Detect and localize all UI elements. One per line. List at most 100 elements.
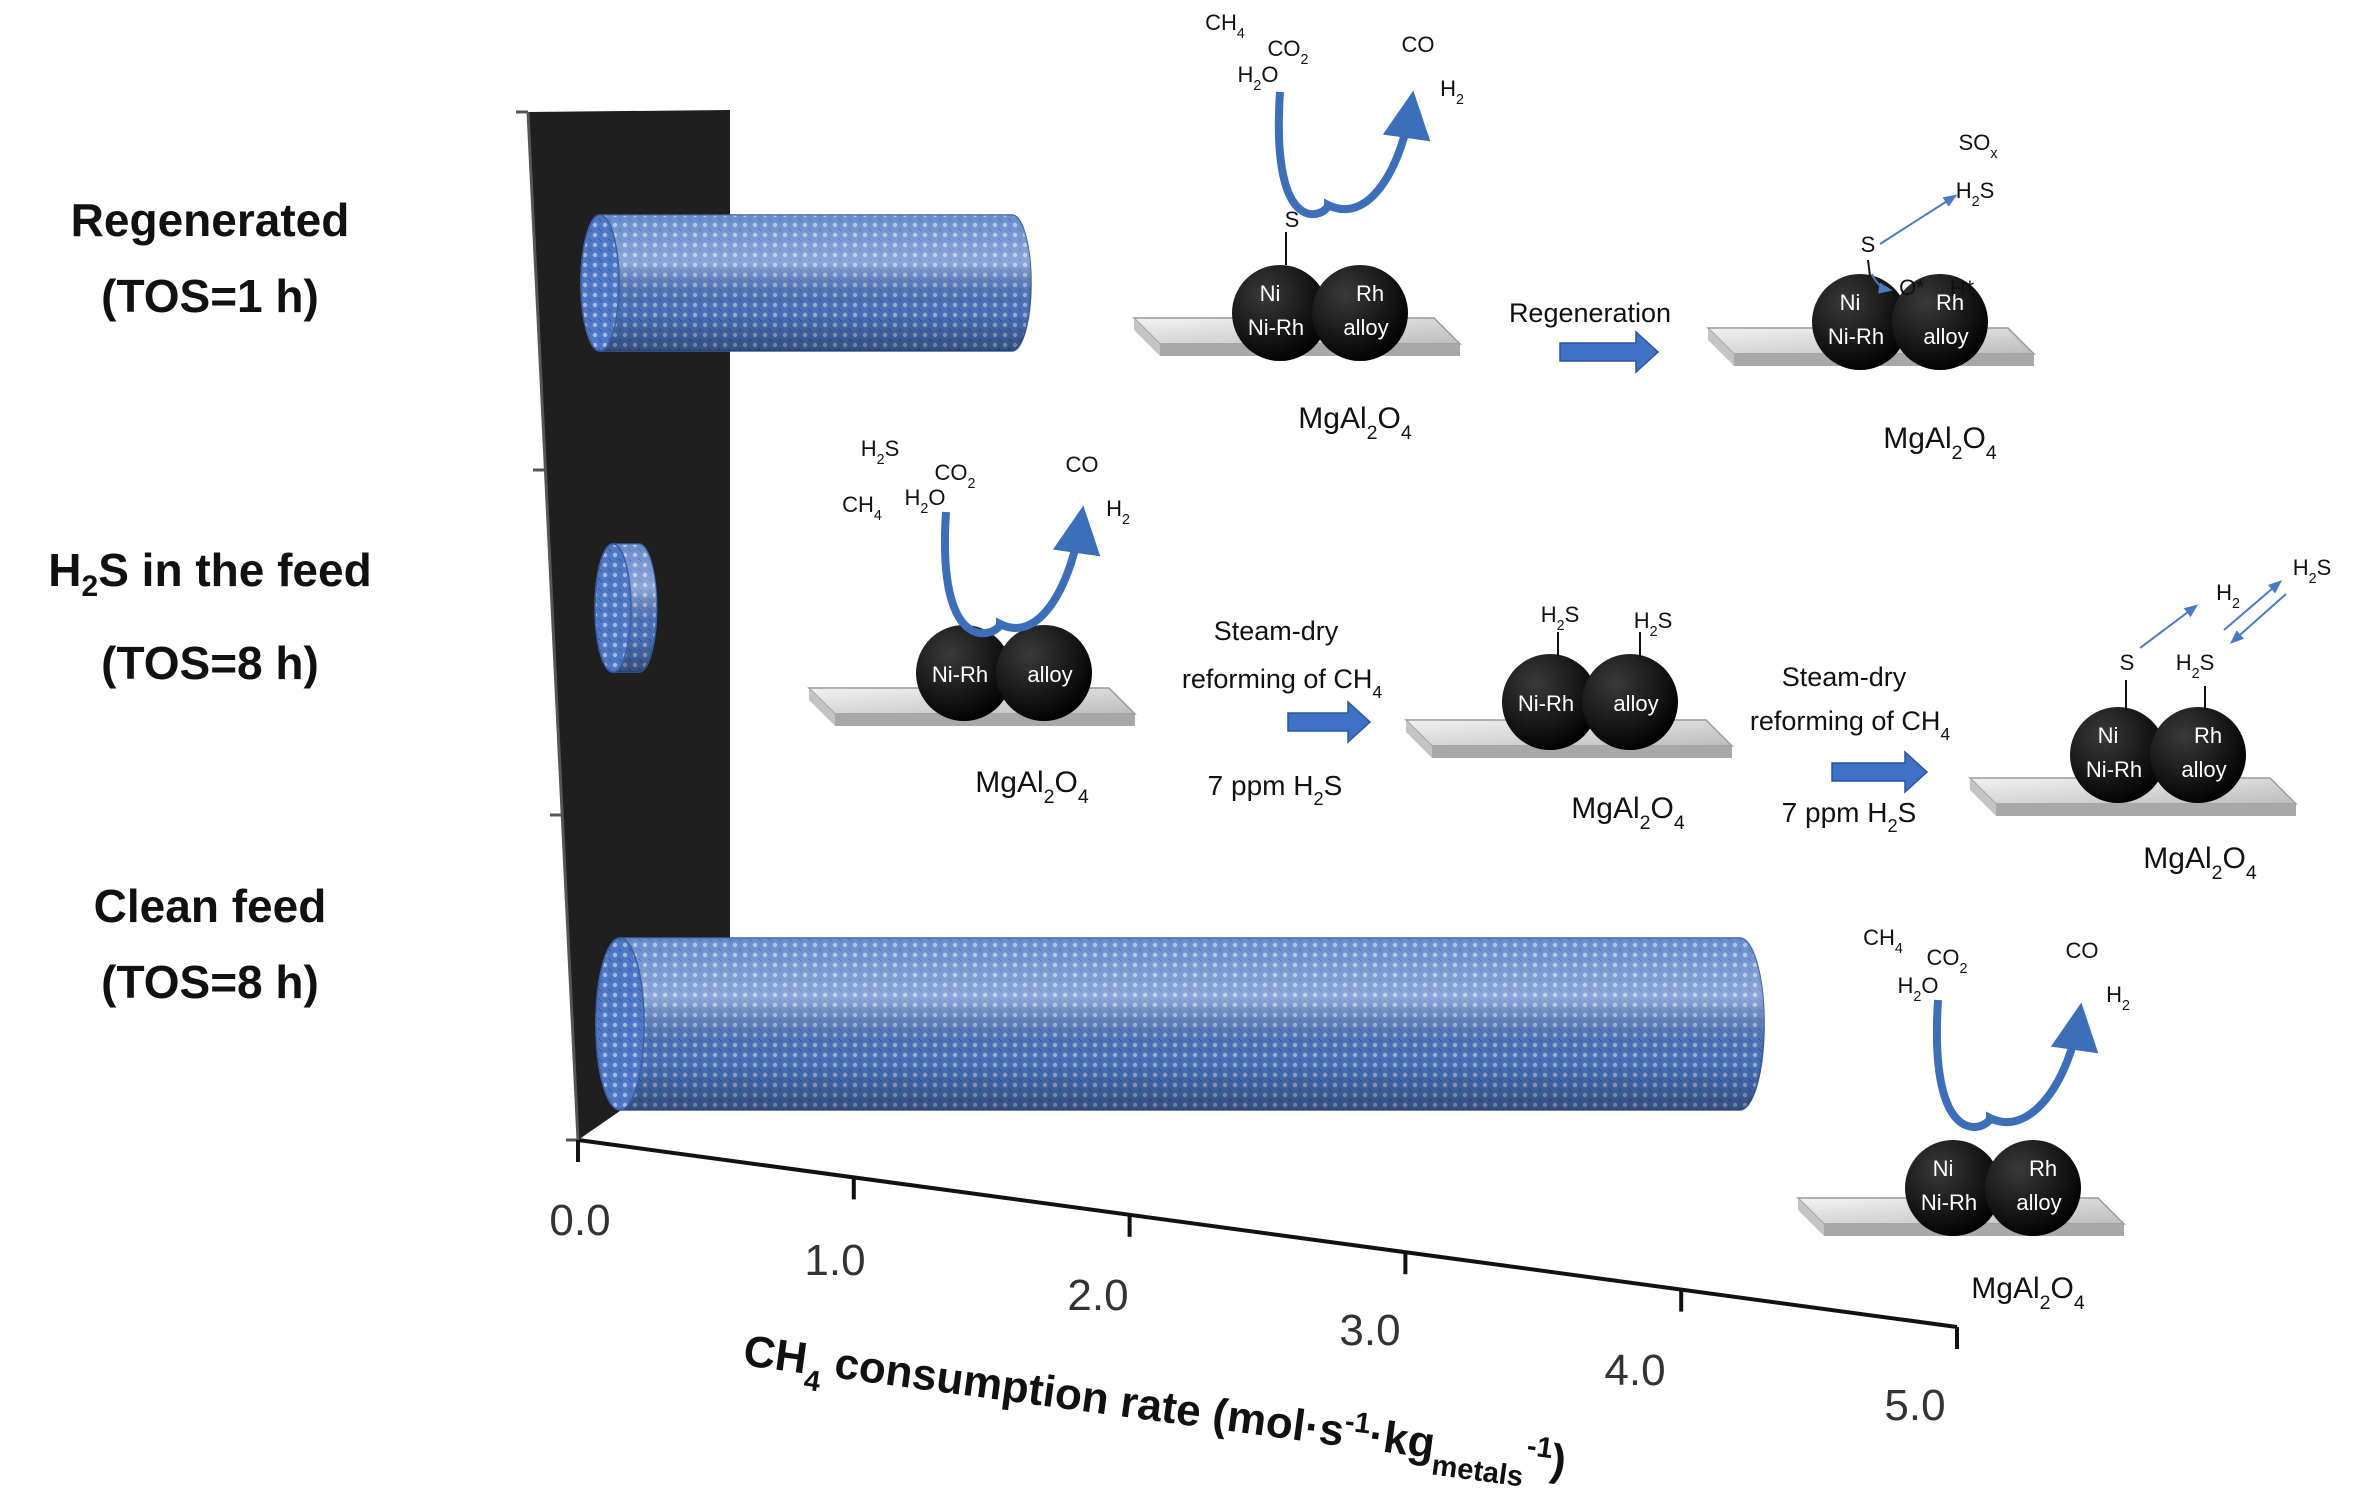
reactant-h2o: H2O xyxy=(1898,973,1939,1005)
reactant-ch4: CH4 xyxy=(1863,925,1903,957)
support-plate-side xyxy=(1970,778,1996,816)
bond-line xyxy=(1867,259,1871,277)
ni-sphere xyxy=(1232,265,1328,361)
process-arrow xyxy=(1287,700,1372,744)
support-plate-side xyxy=(809,688,835,726)
reactant-h2s: H2S xyxy=(861,436,900,468)
alloy-label: alloy xyxy=(1343,315,1388,340)
ni-label: Ni xyxy=(2098,723,2119,748)
bar-end-cap xyxy=(595,937,645,1111)
reaction-cycle-arrow xyxy=(940,505,1101,638)
support-label: MgAl2O4 xyxy=(1971,1272,2085,1314)
category-label-h2s-feed: H2S in the feed (TOS=8 h) xyxy=(0,532,420,701)
x-tick-label: 1.0 xyxy=(804,1236,865,1285)
step-condition-1: 7 ppm H2S xyxy=(1208,770,1343,809)
category-label-rest: in the feed xyxy=(128,544,372,596)
reactant-co2: CO2 xyxy=(1268,36,1309,68)
product-h2: H2 xyxy=(2106,982,2130,1014)
ni-rh-label: Ni-Rh xyxy=(1518,691,1574,716)
reaction-cycle-arrow xyxy=(1274,90,1431,219)
product-h2: H2 xyxy=(1440,76,1464,108)
ni-rh-label: Ni-Rh xyxy=(1828,324,1884,349)
process-arrow xyxy=(1559,330,1660,374)
alloy-label: alloy xyxy=(2016,1190,2061,1215)
support-plate-side xyxy=(1708,328,1734,366)
ni-rh-label: Ni-Rh xyxy=(2086,757,2142,782)
ni-sphere xyxy=(916,625,1012,721)
bar-0 xyxy=(580,214,1032,352)
step-condition-2: 7 ppm H2S xyxy=(1782,797,1917,836)
ni-sphere xyxy=(1812,274,1908,370)
support-label: MgAl2O4 xyxy=(1883,422,1997,464)
adsorbed-h2s: H2S xyxy=(2176,650,2215,682)
alloy-label: alloy xyxy=(1027,662,1072,687)
category-label-regenerated: Regenerated (TOS=1 h) xyxy=(0,182,420,334)
ni-rh-label: Ni-Rh xyxy=(932,662,988,687)
ni-label: Ni xyxy=(1260,281,1281,306)
s-adatom: S xyxy=(1861,232,1876,257)
ni-sphere xyxy=(1905,1140,2001,1236)
step-label-2a: Steam-dry xyxy=(1782,662,1907,692)
step-label-2b: reforming of CH4 xyxy=(1750,706,1951,744)
product-h2: H2 xyxy=(1106,496,1130,528)
rh-label: Rh xyxy=(2029,1156,2057,1181)
rh-sphere xyxy=(1985,1140,2081,1236)
product-h2s: H2S xyxy=(1956,178,1995,210)
rh-label: Rh xyxy=(1936,290,1964,315)
support-plate-side xyxy=(1406,720,1432,758)
regeneration-label: Regeneration xyxy=(1509,298,1671,328)
alloy-label: alloy xyxy=(2181,757,2226,782)
category-label-line2: (TOS=8 h) xyxy=(101,956,319,1008)
category-label-line2: (TOS=1 h) xyxy=(101,270,319,322)
bar-shading xyxy=(580,215,1031,351)
product-h2: H2 xyxy=(2216,580,2240,612)
ni-sphere xyxy=(2070,707,2166,803)
product-co: CO xyxy=(1402,32,1435,57)
category-label-line2: (TOS=8 h) xyxy=(101,637,319,690)
o-star: O* xyxy=(1899,275,1925,300)
ni-label: Ni xyxy=(1840,290,1861,315)
x-tick-label: 5.0 xyxy=(1884,1381,1945,1430)
rh-sphere xyxy=(1312,265,1408,361)
alloy-label: alloy xyxy=(1923,324,1968,349)
bars xyxy=(580,214,1765,1111)
desorption-arrow xyxy=(1879,194,1958,245)
support-label: MgAl2O4 xyxy=(975,766,1089,808)
category-label-line1: Clean feed xyxy=(93,880,327,932)
support-plate-edge xyxy=(1432,746,1732,758)
reactant-h2o: H2O xyxy=(1238,62,1279,94)
h2s-eq-arrow-down xyxy=(2229,593,2287,644)
product-co: CO xyxy=(1066,452,1099,477)
support-label: MgAl2O4 xyxy=(1298,402,1412,444)
gas-h2s: H2S xyxy=(2293,555,2332,587)
product-co: CO xyxy=(2066,938,2099,963)
category-label-h2s: H2S xyxy=(48,544,129,604)
alloy-label: alloy xyxy=(1613,691,1658,716)
h2-release-arrow xyxy=(2139,604,2199,649)
support-plate-side xyxy=(1798,1198,1824,1236)
x-tick-label: 4.0 xyxy=(1604,1346,1665,1395)
rh-sphere xyxy=(1582,654,1678,750)
process-arrow xyxy=(1831,750,1929,794)
support-plate-edge xyxy=(1996,804,2296,816)
reactant-co2: CO2 xyxy=(1927,945,1968,977)
oxygen-arrow xyxy=(1871,273,1893,294)
bar-end-cap xyxy=(594,543,632,673)
reactant-co2: CO2 xyxy=(935,460,976,492)
category-label-clean-feed: Clean feed (TOS=8 h) xyxy=(0,868,420,1020)
reactant-ch4: CH4 xyxy=(842,492,882,524)
x-tick-label: 3.0 xyxy=(1339,1306,1400,1355)
s-adatom: S xyxy=(2120,650,2135,675)
rh-label: Rh xyxy=(2194,723,2222,748)
bar-shading xyxy=(595,938,1765,1110)
x-axis-title: CH4 consumption rate (mol·s-1·kgmetals-1… xyxy=(739,1324,1570,1499)
ni-label: Ni xyxy=(1933,1156,1954,1181)
h-star: H* xyxy=(1950,276,1975,301)
ni-rh-label: Ni-Rh xyxy=(1248,315,1304,340)
